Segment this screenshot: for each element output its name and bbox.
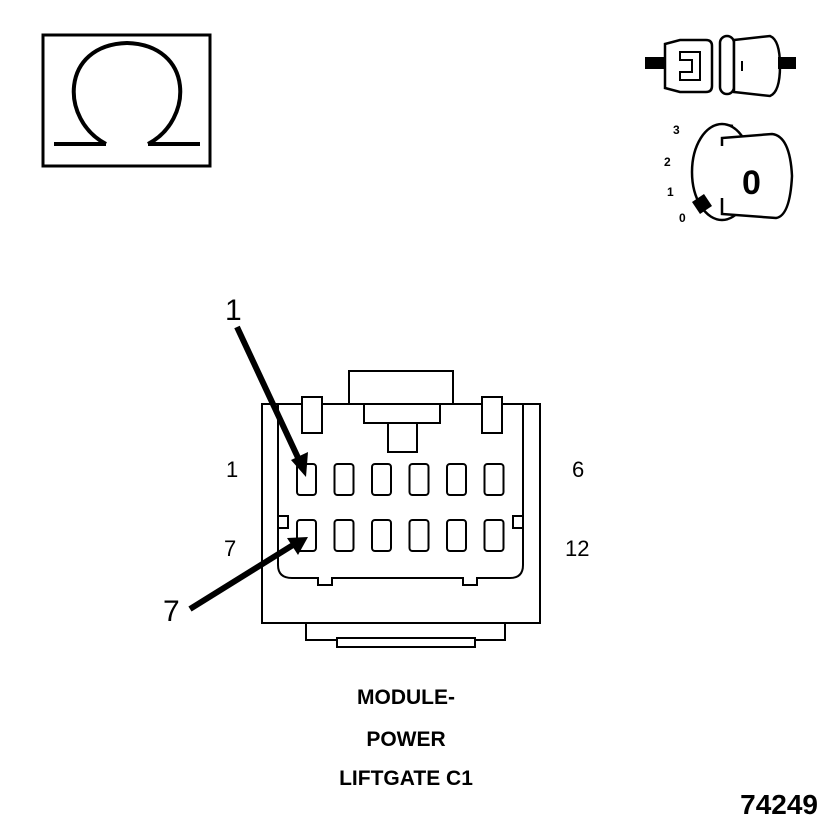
connector-title-line-3: LIFTGATE C1: [339, 767, 473, 790]
ignition-position-2: 2: [664, 155, 671, 169]
figure-number: 74249: [740, 789, 818, 820]
pin-label-7: 7: [224, 536, 236, 561]
connector-title-line-1: MODULE-: [357, 686, 455, 709]
pin-label-6: 6: [572, 457, 584, 482]
pin-cavity-3: [371, 463, 392, 496]
callout-arrow-7: [188, 537, 308, 612]
connector-face: [261, 370, 541, 648]
ignition-position-1: 1: [667, 185, 674, 199]
callout-arrow-1: [234, 325, 308, 477]
ignition-position-3: 3: [673, 123, 680, 137]
pin-cavity-6: [483, 463, 505, 496]
ignition-key-label: 0: [742, 164, 761, 202]
pin-cavity-4: [408, 463, 430, 496]
pin-label-1: 1: [226, 457, 238, 482]
pin-cavity-8: [333, 519, 355, 552]
connector-title-line-2: POWER: [366, 728, 445, 751]
callout-label-1: 1: [225, 294, 242, 327]
ignition-key-icon: 0 3 2 1 0: [664, 122, 794, 225]
pin-cavity-11: [446, 519, 467, 552]
pin-cavity-12: [483, 519, 505, 552]
ignition-position-0: 0: [679, 211, 686, 225]
pin-cavity-5: [446, 463, 467, 496]
pin-cavity-10: [408, 519, 430, 552]
connector-disconnected-icon: [645, 34, 796, 98]
callout-label-7: 7: [163, 595, 180, 628]
pin-cavity-2: [333, 463, 355, 496]
ohmmeter-icon: [41, 33, 212, 168]
pin-cavity-9: [371, 519, 392, 552]
pin-label-12: 12: [565, 536, 589, 561]
